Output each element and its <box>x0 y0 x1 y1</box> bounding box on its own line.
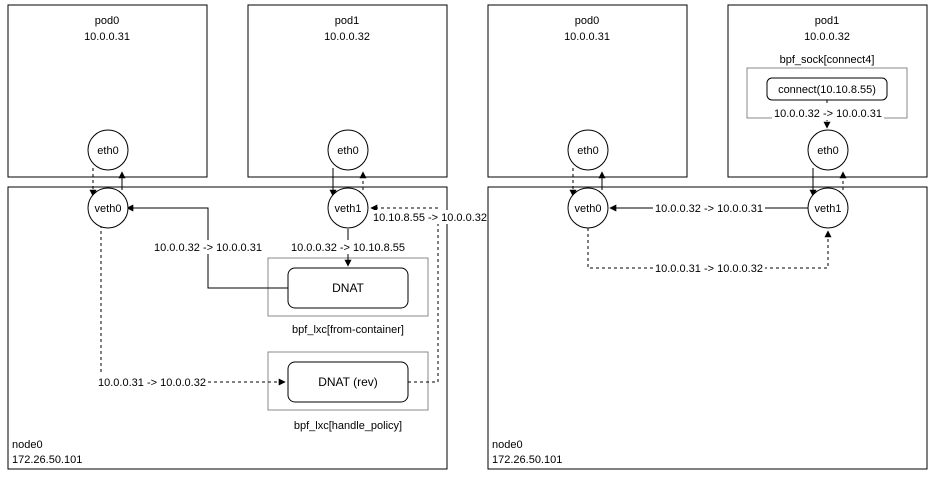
right-flow-label-2: 10.0.0.32 -> 10.0.0.31 <box>655 203 763 215</box>
left-pod0-eth0-icon <box>87 129 129 171</box>
left-node-box <box>7 186 448 470</box>
right-veth0-icon <box>567 187 609 229</box>
right-pod0-eth0-icon <box>567 129 609 171</box>
left-flow-label-2: 10.0.0.32 -> 10.10.8.55 <box>291 242 405 254</box>
right-pod0-name: pod0 <box>575 15 599 27</box>
left-diagram: pod0 10.0.0.31 pod1 10.0.0.32 node0 172.… <box>7 4 488 470</box>
right-veth0-label: veth0 <box>575 203 602 215</box>
left-flow-label-4: 10.0.0.31 -> 10.0.0.32 <box>98 377 206 389</box>
left-pod1-eth0-icon <box>327 129 369 171</box>
right-pod0-eth0-label: eth0 <box>577 145 598 157</box>
left-veth0-icon <box>87 187 129 229</box>
right-flow-label-1: 10.0.0.32 -> 10.0.0.31 <box>774 108 882 120</box>
right-pod1-name: pod1 <box>815 15 839 27</box>
left-pod1-ip: 10.0.0.32 <box>324 31 370 43</box>
left-veth0-label: veth0 <box>95 203 122 215</box>
left-handle-policy-label: bpf_lxc[handle_policy] <box>294 420 402 432</box>
left-dnat-rev-to-veth1-arrow <box>370 204 439 383</box>
right-sock-group-label: bpf_sock[connect4] <box>780 54 875 66</box>
left-flow-label-1: 10.0.0.32 -> 10.0.0.31 <box>154 242 262 254</box>
right-pod0-ip: 10.0.0.31 <box>564 31 610 43</box>
right-connect-label: connect(10.10.8.55) <box>778 84 876 96</box>
left-node-name: node0 <box>12 439 43 451</box>
right-node-ip: 172.26.50.101 <box>492 454 562 466</box>
left-dnat-rev-label: DNAT (rev) <box>318 375 378 389</box>
right-flow-label-3: 10.0.0.31 -> 10.0.0.32 <box>655 263 763 275</box>
left-node-ip: 172.26.50.101 <box>12 454 82 466</box>
right-node-name: node0 <box>492 439 523 451</box>
right-diagram: pod0 10.0.0.31 pod1 10.0.0.32 bpf_sock[c… <box>487 4 928 470</box>
right-veth1-icon <box>807 187 849 229</box>
right-veth1-label: veth1 <box>815 203 842 215</box>
right-pod1-ip: 10.0.0.32 <box>804 31 850 43</box>
left-pod0-name: pod0 <box>95 15 119 27</box>
right-pod1-eth0-icon <box>807 129 849 171</box>
left-from-container-label: bpf_lxc[from-container] <box>292 324 404 336</box>
left-pod0-eth0-label: eth0 <box>97 145 118 157</box>
left-pod1-eth0-label: eth0 <box>337 145 358 157</box>
left-dnat-label: DNAT <box>332 281 364 295</box>
left-pod0-ip: 10.0.0.31 <box>84 31 130 43</box>
right-veth0-to-veth1-arrow <box>587 228 832 269</box>
left-pod1-name: pod1 <box>335 15 359 27</box>
right-node-box <box>487 186 928 470</box>
right-pod1-eth0-label: eth0 <box>817 145 838 157</box>
left-veth1-label: veth1 <box>335 203 362 215</box>
left-veth1-icon <box>327 187 369 229</box>
left-flow-label-3: 10.10.8.55 -> 10.0.0.32 <box>373 212 487 224</box>
left-handle-policy-group <box>267 351 429 411</box>
